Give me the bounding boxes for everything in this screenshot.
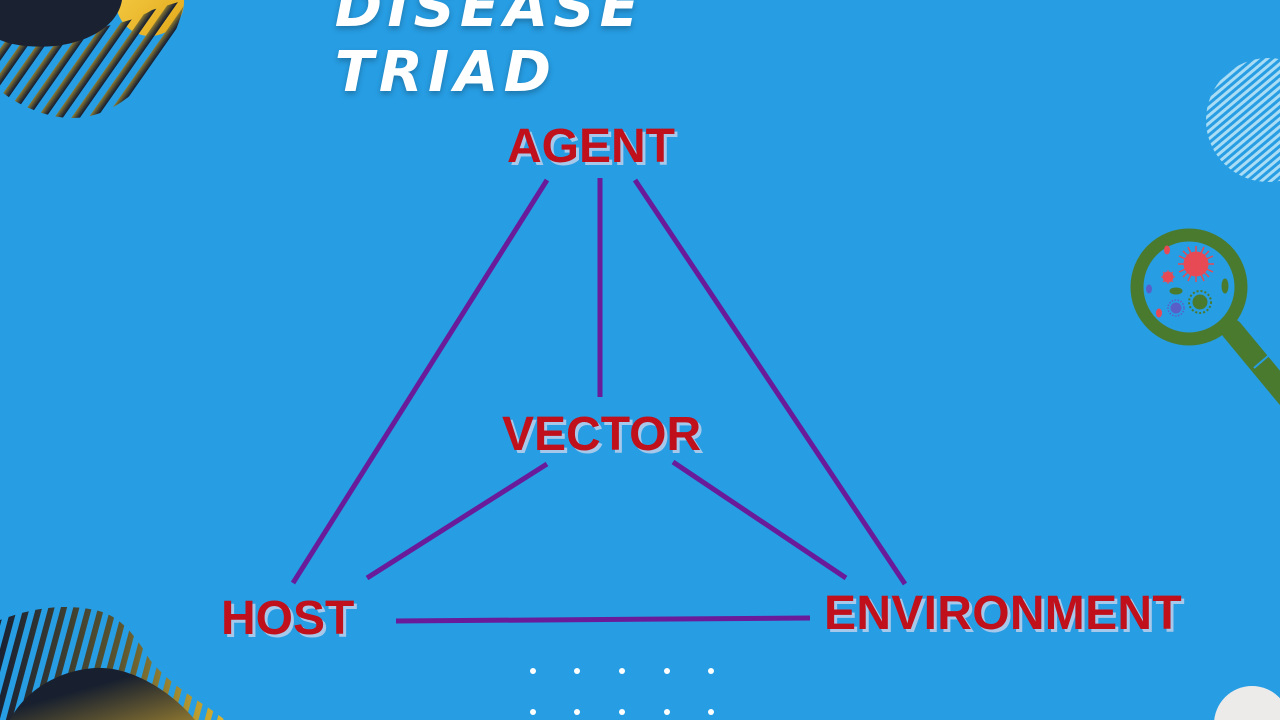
triad-connectors bbox=[290, 178, 908, 624]
node-host: HOST bbox=[221, 592, 355, 645]
bottom-left-blob-decoration bbox=[0, 607, 225, 720]
bottom-right-circle-decoration bbox=[1214, 686, 1280, 720]
connector-agent-environment bbox=[632, 178, 908, 586]
connector-agent-host bbox=[290, 178, 550, 585]
node-agent: AGENT bbox=[507, 120, 675, 173]
connector-vector-host bbox=[365, 461, 549, 581]
dot-grid-decoration bbox=[530, 668, 714, 715]
node-environment: ENVIRONMENT bbox=[824, 587, 1182, 640]
top-left-blob-decoration bbox=[0, 0, 185, 119]
magnifying-glass-germs-icon bbox=[1130, 228, 1280, 406]
node-vector: VECTOR bbox=[502, 408, 702, 461]
connector-vector-environment bbox=[671, 459, 848, 581]
connector-host-environment bbox=[395, 615, 811, 624]
diagram-title: DISEASE TRIAD bbox=[334, 0, 644, 105]
top-right-striped-circle-decoration bbox=[1206, 58, 1280, 182]
